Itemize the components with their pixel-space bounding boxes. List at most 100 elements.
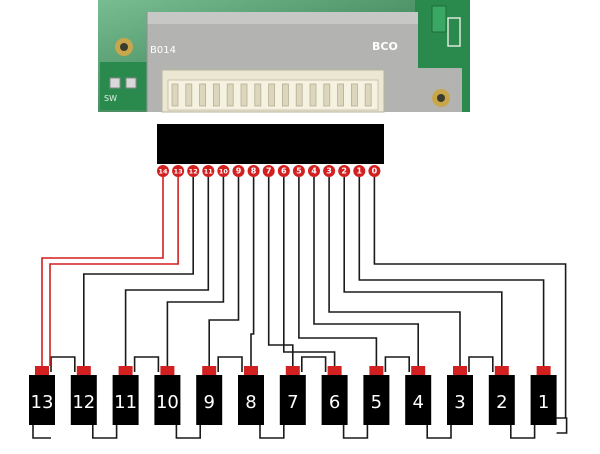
board-connector (161, 69, 385, 113)
cell-terminal (202, 366, 217, 376)
pin-2: 2 (338, 165, 351, 177)
wire-pin-13 (49, 177, 179, 366)
cell-5: 5 (363, 366, 390, 425)
wire-pin-5 (298, 177, 378, 366)
cell-terminal (285, 366, 300, 376)
cell-body (279, 375, 306, 425)
pin-label: 1 (357, 167, 363, 176)
cell-body (154, 375, 181, 425)
cell-8: 8 (238, 366, 264, 425)
series-link (92, 424, 118, 439)
sw-label: SW (104, 94, 117, 103)
pin-4: 4 (308, 165, 320, 177)
connector-block (157, 124, 384, 164)
series-link (133, 356, 160, 372)
cell-terminal (494, 366, 509, 376)
cell-label: 5 (371, 392, 382, 413)
cell-2: 2 (488, 366, 515, 425)
cell-label: 12 (72, 392, 95, 413)
sw-pad (109, 77, 121, 89)
pin-label: 3 (326, 167, 332, 176)
series-link (384, 356, 410, 372)
cell-terminal (536, 366, 551, 376)
cell-body (321, 375, 348, 425)
wire-pin-10 (166, 177, 225, 366)
end-link (556, 417, 568, 434)
pin-6: 6 (277, 165, 290, 177)
pin-label: 14 (158, 168, 168, 176)
series-link (175, 424, 201, 439)
wire-pin-11 (124, 177, 210, 366)
pin-label: 12 (189, 168, 198, 176)
cell-label: 13 (31, 392, 54, 413)
board-label-left: B014 (150, 45, 176, 56)
mounting-hole-right (432, 89, 450, 107)
pin-12: 12 (187, 165, 200, 177)
pin-label: 8 (251, 167, 257, 176)
wire-pin-3 (328, 177, 461, 366)
cell-label: 8 (245, 392, 256, 413)
cell-body (70, 375, 97, 425)
cell-10: 10 (154, 366, 181, 425)
cell-label: 2 (496, 392, 507, 413)
pin-label: 0 (372, 167, 378, 176)
series-link (426, 424, 452, 439)
pin-label: 2 (341, 167, 347, 176)
cell-label: 6 (329, 392, 340, 413)
pin-label: 6 (281, 167, 287, 176)
pin-10: 10 (217, 165, 230, 177)
cell-body (238, 375, 264, 425)
cell-terminal (411, 366, 426, 376)
pin-label: 7 (266, 167, 272, 176)
board-label-right: BCO (372, 40, 398, 53)
mounting-hole-left (115, 38, 133, 56)
cell-body (112, 375, 139, 425)
pin-5: 5 (292, 165, 305, 177)
pcb-board: SW B014 BCO (98, 0, 470, 113)
cell-body (447, 375, 473, 425)
cell-13: 13 (29, 366, 55, 425)
cell-terminal (76, 366, 91, 376)
cell-terminal (118, 366, 133, 376)
cell-label: 1 (538, 392, 549, 413)
pin-1: 1 (353, 165, 366, 177)
cell-body (488, 375, 515, 425)
wire-pin-4 (313, 177, 419, 366)
pin-label: 13 (174, 168, 183, 176)
pin-label: 4 (311, 167, 317, 176)
pin-14: 14 (157, 165, 169, 177)
pin-13: 13 (172, 165, 185, 177)
cell-label: 11 (114, 392, 137, 413)
cell-terminal (369, 366, 384, 376)
cell-4: 4 (405, 366, 432, 425)
cell-body (29, 375, 55, 425)
series-link (342, 424, 369, 439)
cell-body (363, 375, 390, 425)
end-link (32, 420, 51, 439)
wire-pin-14 (41, 177, 164, 366)
pin-label: 11 (204, 168, 214, 176)
cell-terminal (35, 366, 49, 376)
cell-label: 3 (454, 392, 465, 413)
series-link (510, 424, 536, 439)
cell-label: 7 (287, 392, 298, 413)
cell-terminal (453, 366, 467, 376)
cell-body (530, 375, 557, 425)
pin-label: 5 (296, 167, 302, 176)
cell-label: 10 (156, 392, 179, 413)
series-link (259, 424, 285, 439)
cell-6: 6 (321, 366, 348, 425)
pin-11: 11 (202, 165, 215, 177)
cell-12: 12 (70, 366, 97, 425)
cell-terminal (327, 366, 342, 376)
series-link (301, 356, 327, 372)
series-link (50, 356, 76, 372)
pin-9: 9 (232, 165, 245, 177)
wire-pin-6 (283, 177, 336, 366)
cell-body (196, 375, 223, 425)
wire-pin-12 (83, 177, 194, 366)
pin-label: 9 (236, 167, 242, 176)
